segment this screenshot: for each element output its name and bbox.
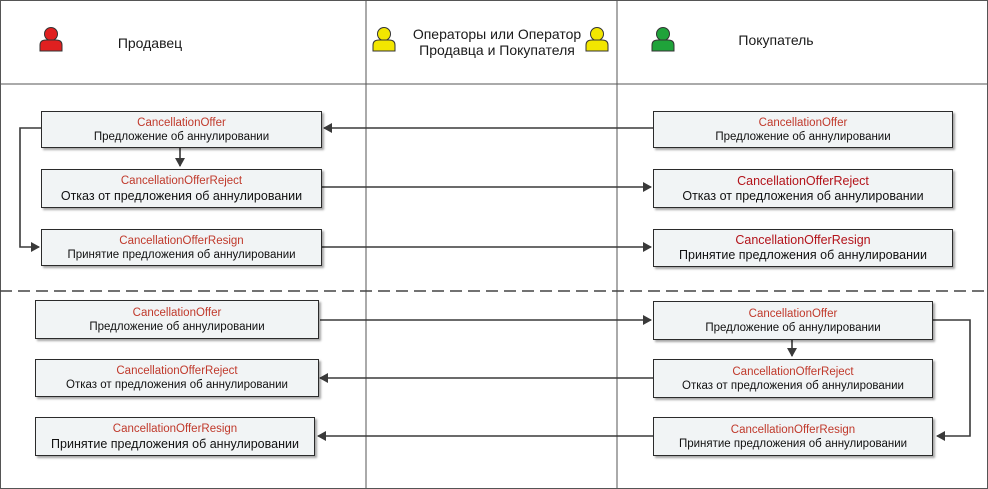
seller-lane-title: Продавец <box>117 35 183 51</box>
s2-buyer-resign-desc: Принятие предложения об аннулировании <box>678 437 908 450</box>
s1-buyer-reject-code: CancellationOfferReject <box>737 173 869 188</box>
s1-seller-offer-code: CancellationOffer <box>137 116 226 129</box>
s2-seller-reject-desc: Отказ от предложения об аннулировании <box>66 379 288 391</box>
operator-person-icon-right <box>585 27 609 52</box>
s1-buyer-resign-box: CancellationOfferResign Принятие предлож… <box>653 229 953 267</box>
s1-seller-reject-code: CancellationOfferReject <box>120 174 243 187</box>
s2-seller-reject-box: CancellationOfferReject Отказ от предлож… <box>35 359 319 397</box>
s2-buyer-reject-desc: Отказ от предложения об аннулировании <box>682 379 904 392</box>
operator-lane-title: Операторы или Оператор Продавца и Покупа… <box>402 26 592 58</box>
s1-buyer-offer-box: CancellationOffer Предложение об аннулир… <box>653 111 953 148</box>
arrow-s2-offer-to-resign <box>933 319 971 441</box>
s1-seller-offer-desc: Предложение об аннулировании <box>93 130 270 143</box>
s1-buyer-reject-desc: Отказ от предложения об аннулировании <box>682 188 924 203</box>
buyer-lane-title: Покупатель <box>738 32 814 48</box>
s2-buyer-reject-box: CancellationOfferReject Отказ от предлож… <box>653 359 933 398</box>
s2-seller-offer-desc: Предложение об аннулировании <box>89 320 265 333</box>
s2-seller-resign-code: CancellationOfferResign <box>112 422 238 435</box>
s1-seller-resign-box: CancellationOfferResign Принятие предлож… <box>41 229 322 266</box>
seller-person-icon <box>39 27 63 52</box>
s2-seller-reject-code: CancellationOfferReject <box>116 365 238 377</box>
s2-seller-resign-box: CancellationOfferResign Принятие предлож… <box>35 417 315 456</box>
arrow-s1-offer-to-resign <box>19 127 41 252</box>
s2-buyer-offer-desc: Предложение об аннулировании <box>705 321 881 334</box>
s1-seller-resign-desc: Принятие предложения об аннулировании <box>67 248 296 261</box>
s1-buyer-reject-box: CancellationOfferReject Отказ от предлож… <box>653 169 953 208</box>
s1-seller-reject-box: CancellationOfferReject Отказ от предлож… <box>41 169 322 208</box>
operator-lane-title-line1: Операторы или Оператор <box>412 26 582 42</box>
s2-buyer-resign-box: CancellationOfferResign Принятие предлож… <box>653 417 933 456</box>
s1-buyer-resign-code: CancellationOfferResign <box>735 233 871 247</box>
s1-seller-reject-desc: Отказ от предложения об аннулировании <box>60 188 303 203</box>
s2-buyer-offer-code: CancellationOffer <box>748 307 838 320</box>
operator-person-icon-left <box>372 27 396 52</box>
s2-buyer-offer-box: CancellationOffer Предложение об аннулир… <box>653 301 933 340</box>
buyer-person-icon <box>651 27 675 52</box>
operator-lane-title-line2: Продавца и Покупателя <box>419 42 575 58</box>
s1-seller-resign-code: CancellationOfferResign <box>119 234 244 247</box>
s1-buyer-offer-code: CancellationOffer <box>758 116 848 129</box>
s2-buyer-reject-code: CancellationOfferReject <box>732 365 854 378</box>
s1-buyer-offer-desc: Предложение об аннулировании <box>715 130 891 143</box>
s2-seller-resign-desc: Принятие предложения об аннулировании <box>51 436 299 451</box>
s2-buyer-resign-code: CancellationOfferResign <box>730 423 856 436</box>
s2-seller-offer-box: CancellationOffer Предложение об аннулир… <box>35 300 319 339</box>
s2-seller-offer-code: CancellationOffer <box>132 306 222 319</box>
s1-seller-offer-box: CancellationOffer Предложение об аннулир… <box>41 111 322 148</box>
s1-buyer-resign-desc: Принятие предложения об аннулировании <box>679 248 927 262</box>
